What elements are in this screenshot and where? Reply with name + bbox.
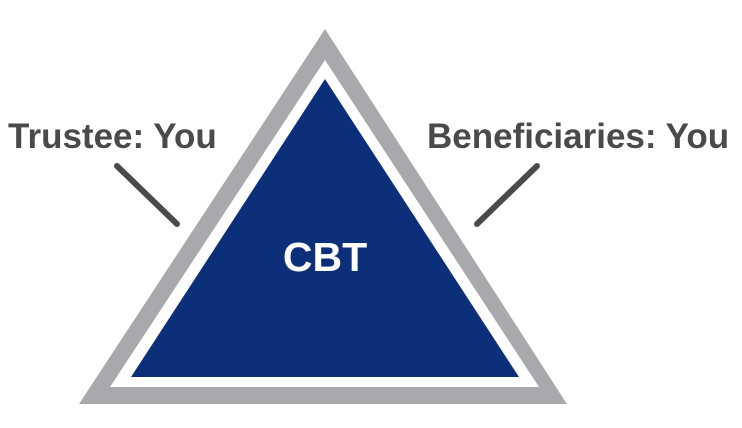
cbt-center-label: CBT: [283, 234, 367, 280]
beneficiaries-label: Beneficiaries: You: [427, 117, 729, 156]
connector-line-right: [474, 163, 540, 227]
connector-line-left: [114, 163, 180, 227]
trustee-label: Trustee: You: [8, 117, 217, 156]
triangle-fill: [131, 79, 519, 377]
